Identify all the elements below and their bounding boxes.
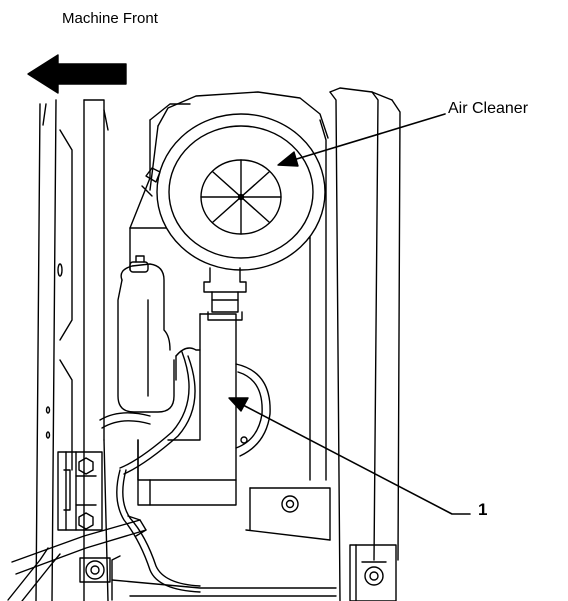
callout-1-leader: [229, 398, 470, 514]
lower-left-bolt: [80, 558, 110, 582]
bottom-tray: [112, 488, 336, 600]
left-frame-rail: [36, 100, 108, 601]
air-cleaner-leader: [278, 114, 445, 166]
wire-harness: [100, 352, 270, 592]
arrow-left-icon: [28, 55, 126, 93]
hinge-plate: [58, 452, 102, 530]
right-frame-rail: [330, 88, 400, 601]
reservoir-bottle: [118, 256, 174, 412]
support-rod: [8, 516, 146, 601]
air-cleaner: [146, 92, 328, 320]
machine-front-label: Machine Front: [62, 10, 158, 27]
air-cleaner-label: Air Cleaner: [448, 100, 529, 117]
callout-1-label: 1: [478, 500, 488, 519]
lower-right-bracket: [350, 545, 396, 601]
component-1-housing: [138, 314, 236, 505]
